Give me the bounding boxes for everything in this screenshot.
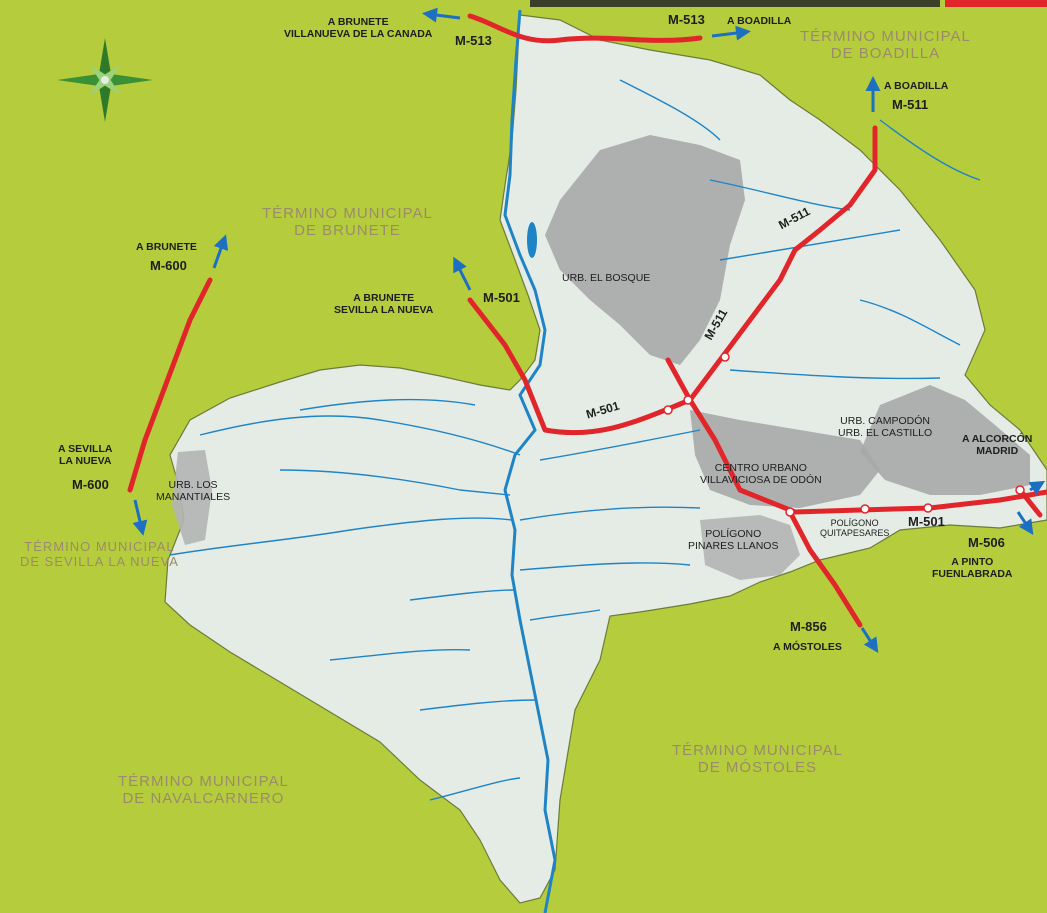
- main-river: [503, 9, 557, 913]
- road-m506: [1017, 487, 1043, 518]
- road-label-m511-top: M-511: [892, 97, 929, 112]
- junctions: [663, 352, 1025, 517]
- road-m600: [127, 277, 213, 493]
- road-m513: [467, 13, 703, 44]
- tributaries: [169, 79, 981, 801]
- road-m511-north: [687, 125, 878, 403]
- dest-top-boadilla: A BOADILLA: [727, 15, 792, 27]
- road-label-m856: M-856: [790, 619, 827, 634]
- road-m501-spur: [665, 357, 693, 403]
- road-label-m506: M-506: [968, 535, 1005, 550]
- urban-el-bosque: [545, 135, 745, 365]
- municipality-area: [164, 14, 1047, 904]
- dest-mostoles: A MÓSTOLES: [773, 641, 842, 653]
- road-label-m501-top: M-501: [483, 290, 520, 305]
- header-strip: [530, 0, 940, 7]
- urban-manantiales: [172, 450, 212, 545]
- zone-el-bosque: URB. EL BOSQUE: [562, 272, 651, 284]
- road-m501-east: [687, 397, 1047, 515]
- dest-right-boadilla: A BOADILLA: [884, 80, 949, 92]
- road-label-m513-left: M-513: [455, 33, 492, 48]
- compass-rose-icon: [57, 38, 153, 122]
- road-m856: [787, 509, 863, 628]
- road-label-m600-top: M-600: [150, 258, 187, 273]
- road-label-m501-right: M-501: [908, 514, 945, 529]
- direction-arrows: [132, 7, 1046, 654]
- urban-pinares: [700, 515, 800, 580]
- lake: [527, 222, 537, 258]
- road-label-m513-right: M-513: [668, 12, 705, 27]
- road-label-m600-bottom: M-600: [72, 477, 109, 492]
- header-accent: [945, 0, 1047, 7]
- dest-brunete-600: A BRUNETE: [136, 241, 197, 253]
- urban-campodon: [860, 385, 1030, 495]
